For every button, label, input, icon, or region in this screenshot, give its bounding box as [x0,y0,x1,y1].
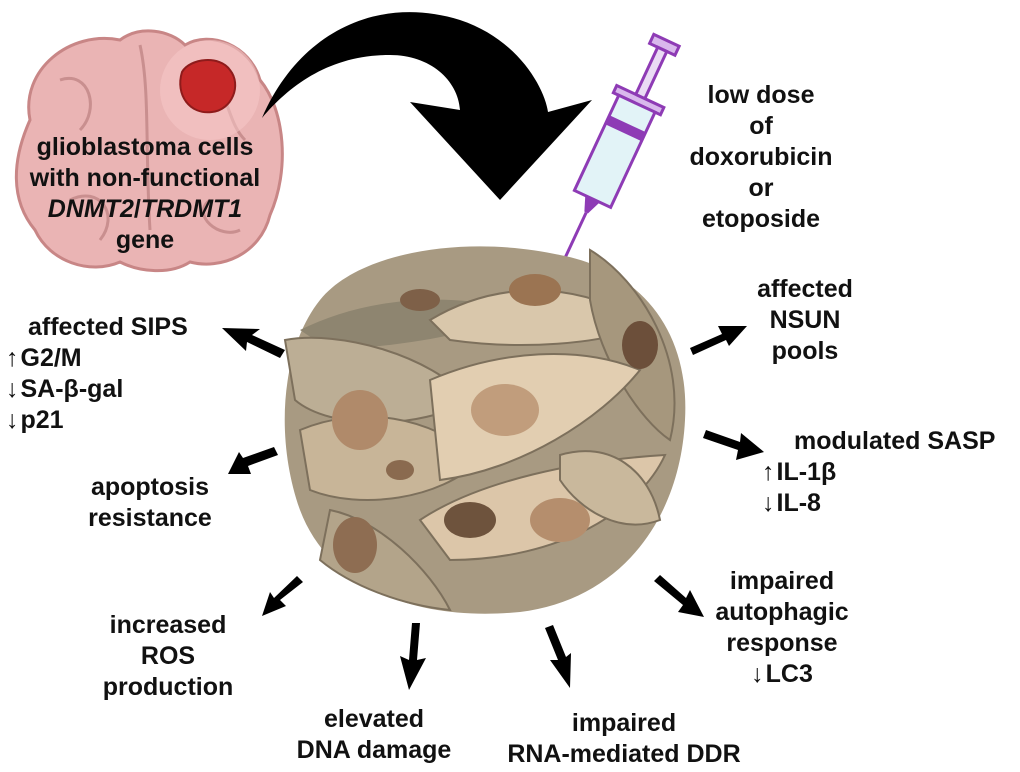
sasp-item: IL-8 [762,488,995,519]
nsun-label: affected NSUN pools [730,274,880,367]
sips-item: G2/M [6,343,188,374]
gene-a: DNMT2 [47,195,134,223]
cell-cluster [283,246,686,614]
ros-line: ROS [140,642,196,670]
nsun-line: NSUN [769,306,841,334]
curved-arrow [262,12,592,201]
apoptosis-label: apoptosis resistance [70,472,230,534]
sips-label: affected SIPS G2/M SA-β-gal p21 [6,312,188,436]
autophagy-line: impaired [729,567,835,595]
ros-label: increased ROS production [88,610,248,703]
ros-line: increased [109,611,227,639]
sasp-label: modulated SASP IL-1β IL-8 [762,426,996,519]
brain-illustration [14,29,284,273]
arrow-rna [545,625,571,688]
drug-line: doxorubicin [689,143,833,171]
gene-sep: / [133,195,141,223]
sips-item: SA-β-gal [6,374,188,405]
autophagy-line: response [726,629,838,657]
arrow-dna [400,623,426,690]
apoptosis-line: apoptosis [90,473,210,501]
dna-line: DNA damage [296,736,452,764]
sasp-title: modulated SASP [794,427,996,455]
dna-line: elevated [323,705,425,733]
autophagy-item: LC3 [702,659,862,690]
nsun-line: pools [771,337,839,365]
brain-gene: DNMT2/TRDMT1 [8,194,282,225]
arrow-nsun [690,326,747,355]
brain-line2: with non-functional [29,164,261,192]
arrow-ros [262,576,303,616]
drug-line: etoposide [701,205,821,233]
drug-line: or [748,174,774,202]
drug-line: low dose [707,81,815,109]
syringe-icon [555,32,682,277]
sips-title: affected SIPS [28,313,188,341]
sasp-item: IL-1β [762,457,995,488]
nsun-line: affected [757,275,853,303]
autophagy-line: autophagic [715,598,849,626]
dna-label: elevated DNA damage [276,704,472,766]
rna-label: impaired RNA-mediated DDR [488,708,760,770]
brain-line1: glioblastoma cells [36,133,254,161]
arrow-autophagy [654,575,704,617]
arrow-apoptosis [228,447,278,474]
arrow-sasp [703,430,764,460]
gene-b: TRDMT1 [140,195,243,223]
tumor-icon [179,59,237,114]
effect-arrows [222,326,764,690]
rna-line: RNA-mediated DDR [507,740,741,768]
sips-item: p21 [6,405,188,436]
ros-line: production [102,673,234,701]
rna-line: impaired [571,709,677,737]
brain-label: glioblastoma cells with non-functional D… [8,132,282,256]
drug-line: of [749,112,773,140]
arrow-sips [222,328,285,358]
autophagy-label: impaired autophagic response LC3 [702,566,862,690]
drug-label: low dose of doxorubicin or etoposide [676,80,846,235]
apoptosis-line: resistance [88,504,212,532]
brain-line4: gene [115,226,175,254]
